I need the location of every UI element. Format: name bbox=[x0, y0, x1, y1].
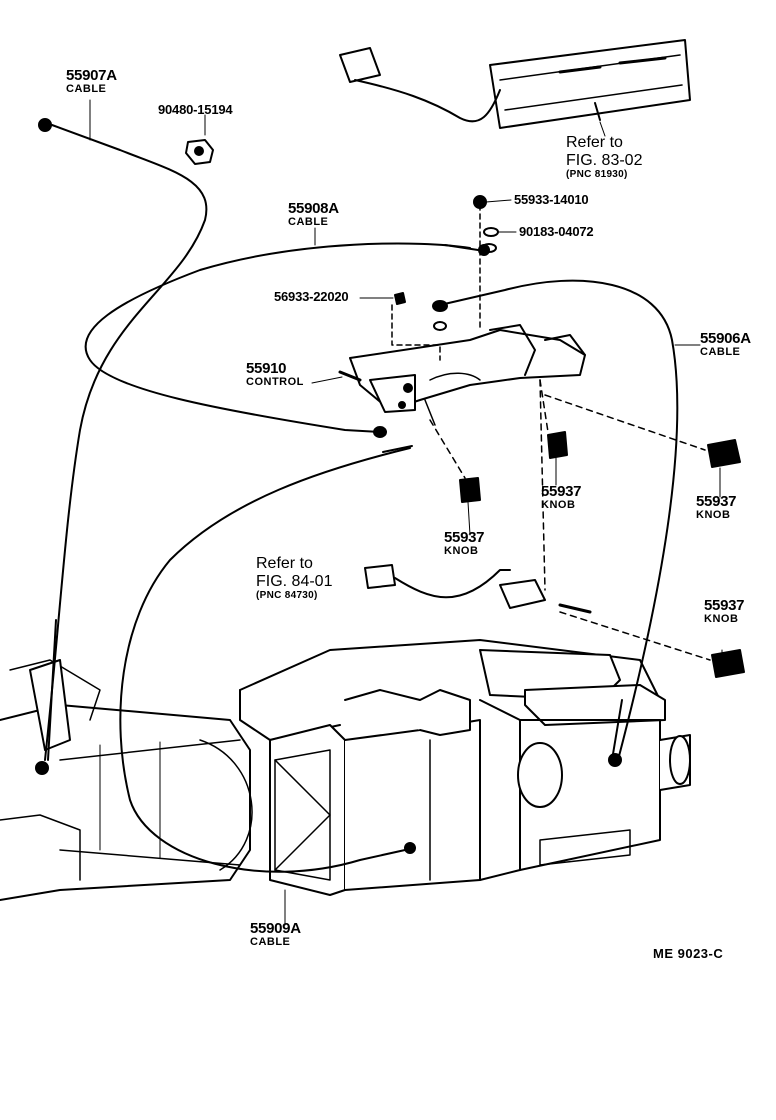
part-name: KNOB bbox=[541, 499, 576, 511]
part-name: KNOB bbox=[696, 509, 731, 521]
label-clip-56933: 56933-22020 bbox=[274, 289, 349, 304]
part-number: 55937 bbox=[444, 529, 485, 546]
leader-lines bbox=[429, 379, 711, 661]
label-cable-55909a: 55909A CABLE bbox=[250, 921, 301, 948]
part-name: KNOB bbox=[704, 613, 739, 625]
label-knob-right-lower: 55937 KNOB bbox=[704, 597, 745, 625]
fasteners bbox=[185, 139, 499, 361]
part-number: 55937 bbox=[704, 597, 745, 614]
part-name: CABLE bbox=[288, 216, 329, 228]
ref-fig-84-01: Refer to FIG. 84-01 (PNC 84730) bbox=[256, 556, 332, 601]
ref-line2: FIG. 84-01 bbox=[256, 573, 333, 590]
label-leaders bbox=[89, 99, 723, 926]
ref-pnc: (PNC 81930) bbox=[566, 169, 628, 180]
part-name: CONTROL bbox=[246, 376, 304, 388]
label-cable-55907a: 55907A CABLE bbox=[66, 68, 117, 95]
part-number: 55937 bbox=[696, 493, 737, 510]
ref-line1: Refer to bbox=[256, 555, 313, 572]
part-number: 55937 bbox=[541, 483, 582, 500]
cable-55906a bbox=[432, 279, 679, 767]
part-number: 90480-15194 bbox=[158, 102, 233, 117]
label-knob-right-upper: 55937 KNOB bbox=[696, 493, 737, 521]
label-cable-55908a: 55908A CABLE bbox=[288, 201, 339, 228]
control-unit bbox=[338, 324, 586, 426]
part-number: 55910 bbox=[246, 360, 287, 377]
part-number: 55906A bbox=[700, 330, 751, 347]
knobs bbox=[459, 431, 745, 678]
ref-line2: FIG. 83-02 bbox=[566, 152, 643, 169]
label-cable-55906a: 55906A CABLE bbox=[700, 331, 751, 358]
diagram-code: ME 9023-C bbox=[653, 946, 724, 961]
label-screw-55933: 55933-14010 bbox=[514, 192, 589, 207]
part-number: 55907A bbox=[66, 67, 117, 84]
ref-fig-83-02: Refer to FIG. 83-02 (PNC 81930) bbox=[566, 135, 642, 180]
part-name: KNOB bbox=[444, 545, 479, 557]
part-name: CABLE bbox=[700, 346, 741, 358]
label-bolt-90480: 90480-15194 bbox=[158, 102, 233, 117]
cable-55907a bbox=[35, 118, 208, 775]
part-name: CABLE bbox=[66, 83, 107, 95]
ref-pnc: (PNC 84730) bbox=[256, 590, 318, 601]
label-knob-center: 55937 KNOB bbox=[444, 529, 485, 557]
part-number: 55909A bbox=[250, 920, 301, 937]
lower-connector bbox=[364, 564, 592, 614]
heater-unit bbox=[0, 639, 691, 901]
label-control-55910: 55910 CONTROL bbox=[246, 361, 304, 388]
part-number: 55908A bbox=[288, 200, 339, 217]
part-name: CABLE bbox=[250, 936, 291, 948]
cable-55909a bbox=[119, 445, 416, 873]
part-number: 90183-04072 bbox=[519, 224, 594, 239]
ref-line1: Refer to bbox=[566, 134, 623, 151]
part-number: 56933-22020 bbox=[274, 289, 349, 304]
part-number: 55933-14010 bbox=[514, 192, 589, 207]
label-knob-left: 55937 KNOB bbox=[541, 483, 582, 511]
label-washer-90183: 90183-04072 bbox=[519, 224, 594, 239]
top-panel bbox=[339, 39, 691, 129]
